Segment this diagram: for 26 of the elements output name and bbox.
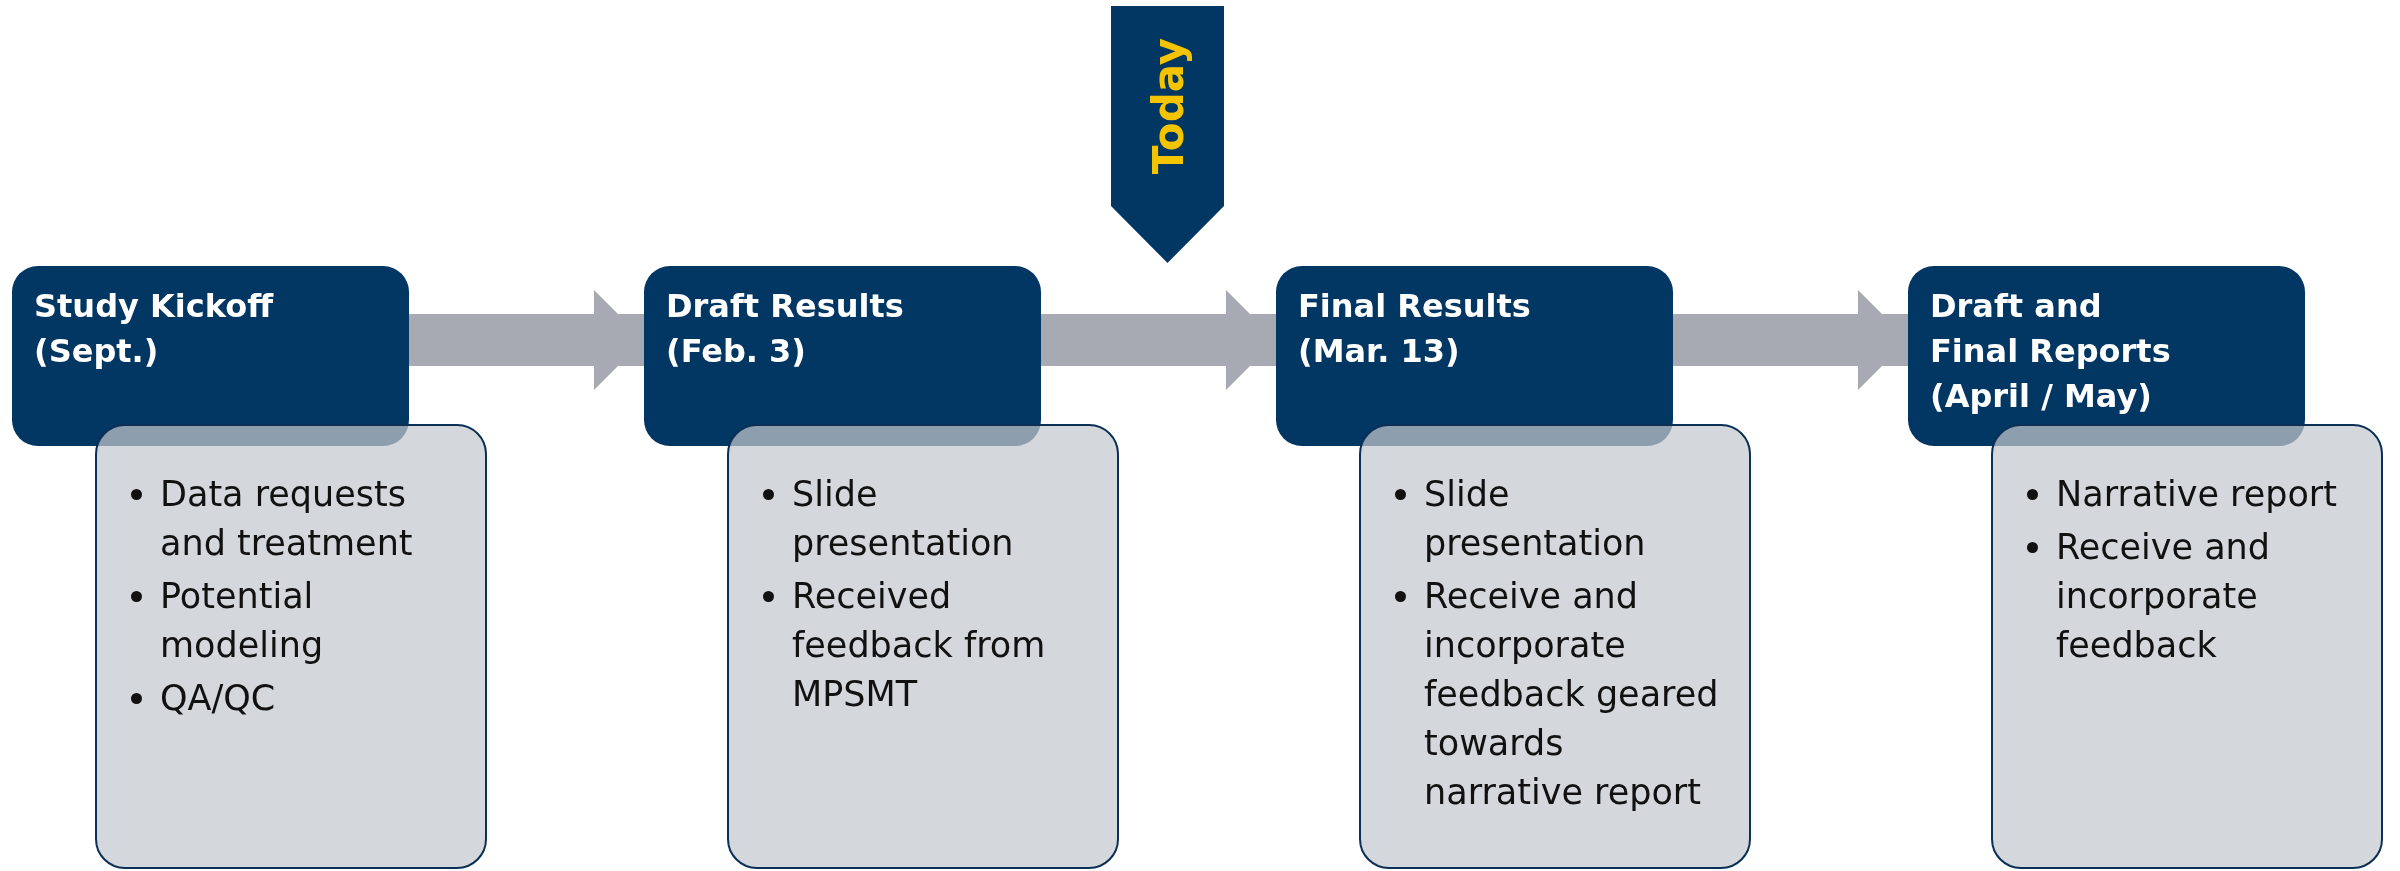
task-item: Potential modeling bbox=[160, 575, 325, 667]
task-item: QA/QC bbox=[160, 677, 276, 720]
stage-card bbox=[1908, 266, 2305, 446]
stage-heading: Draft and Final Reports (April / May) bbox=[1930, 286, 2172, 417]
arrow bbox=[409, 290, 644, 390]
task-item: Received feedback from MPSMT bbox=[792, 575, 1047, 716]
stage-heading: Draft Results (Feb. 3) bbox=[666, 286, 905, 372]
arrow bbox=[1041, 290, 1276, 390]
marker-label: Today bbox=[1143, 37, 1192, 175]
stage-card bbox=[644, 266, 1041, 446]
stage-card bbox=[12, 266, 409, 446]
task-card bbox=[95, 424, 487, 869]
task-item: Slide presentation bbox=[792, 473, 1015, 565]
task-item: Slide presentation bbox=[1424, 473, 1647, 565]
arrow bbox=[1673, 290, 1908, 390]
task-item: Narrative report bbox=[2056, 473, 2337, 516]
today-marker bbox=[1111, 6, 1224, 263]
task-card bbox=[727, 424, 1119, 869]
task-card bbox=[1359, 424, 1751, 869]
stage-card bbox=[1276, 266, 1673, 446]
task-item: Receive and incorporate feedback geared towards narrative report bbox=[1424, 575, 1720, 814]
stage-heading: Study Kickoff (Sept.) bbox=[34, 286, 275, 372]
task-item: Data requests and treatment bbox=[160, 473, 414, 565]
task-card bbox=[1991, 424, 2383, 869]
stage-heading: Final Results (Mar. 13) bbox=[1298, 286, 1532, 372]
task-item: Receive and incorporate feedback bbox=[2056, 526, 2271, 667]
